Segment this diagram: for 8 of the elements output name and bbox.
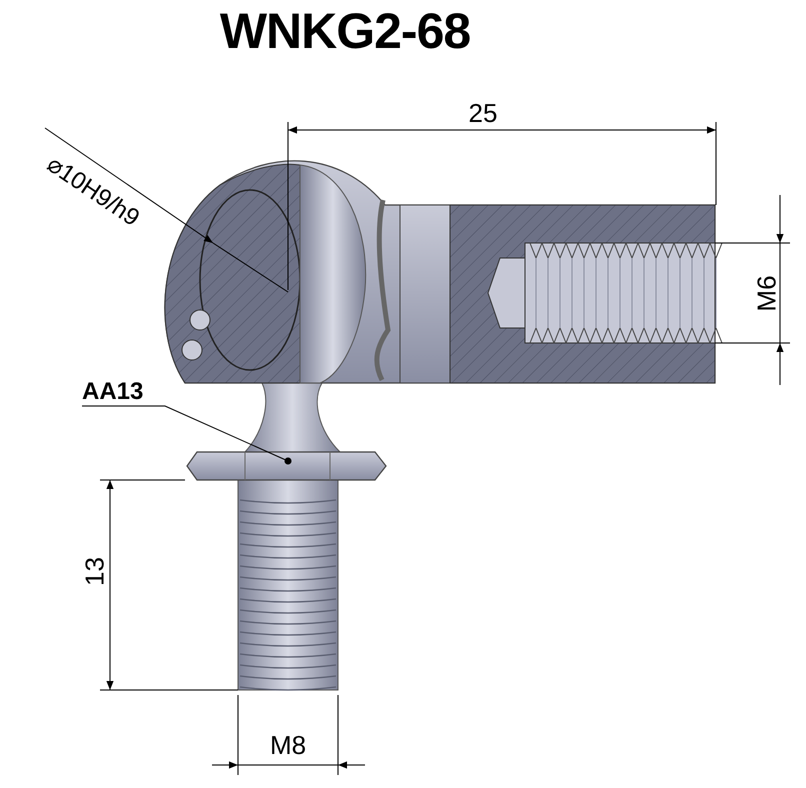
title: WNKG2-68	[218, 2, 472, 60]
part-label: AA13	[82, 378, 144, 406]
hex-collar	[186, 451, 387, 481]
dimension-label: M6	[752, 274, 782, 314]
leader-line	[82, 406, 292, 464]
dimension-label: 25	[468, 98, 498, 129]
dimension-label: M8	[268, 730, 308, 761]
dimension-label: 13	[80, 556, 110, 588]
